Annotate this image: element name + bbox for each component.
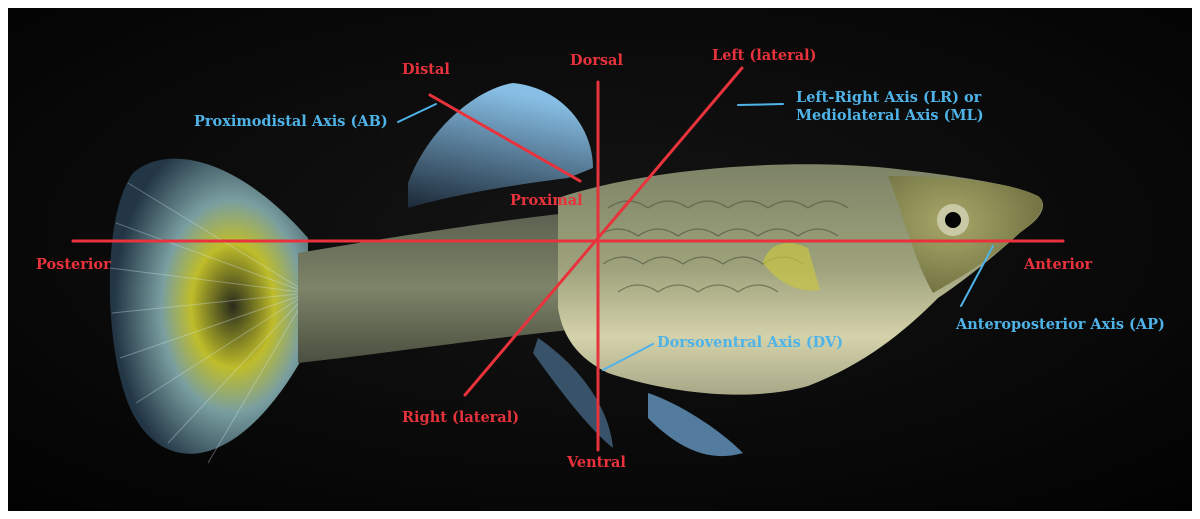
fish-photo (8, 8, 1192, 511)
anterior-label: Anterior (1024, 256, 1092, 274)
left-right-leader-line (738, 104, 783, 105)
right-lateral-label: Right (lateral) (402, 409, 519, 427)
proximal-label: Proximal (510, 192, 583, 210)
fish-eye-pupil (945, 212, 961, 228)
anteroposterior-axis-label: Anteroposterior Axis (AP) (956, 316, 1165, 334)
dorsal-label: Dorsal (570, 52, 623, 70)
mediolateral-axis-label: Mediolateral Axis (ML) (796, 107, 984, 125)
posterior-label: Posterior (36, 256, 111, 274)
left-right-axis-label: Left-Right Axis (LR) or (796, 89, 981, 107)
distal-label: Distal (402, 61, 450, 79)
ventral-label: Ventral (567, 454, 626, 472)
left-lateral-label: Left (lateral) (712, 47, 817, 65)
dorsoventral-axis-label: Dorsoventral Axis (DV) (657, 334, 843, 352)
proximodistal-axis-label: Proximodistal Axis (AB) (194, 113, 388, 131)
